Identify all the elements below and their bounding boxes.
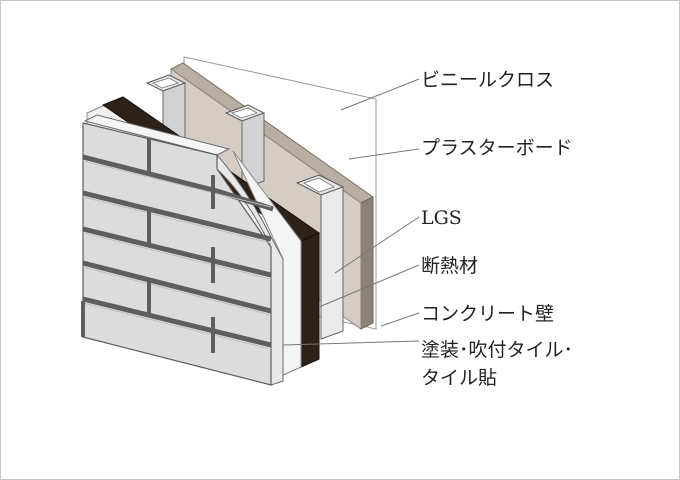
leader-vinyl-cloth [340, 78, 420, 111]
concrete-wall-strip [232, 150, 302, 376]
label-insulation: 断熱材 [421, 255, 479, 277]
lgs-stud [295, 174, 345, 340]
leader-finish [282, 340, 420, 346]
tile-joint-highlights [82, 160, 272, 350]
label-lgs: LGS [421, 207, 462, 229]
leader-lgs [334, 216, 420, 274]
leader-concrete-wall [380, 312, 420, 327]
label-finish-line1: 塗装･吹付タイル･ [421, 339, 574, 361]
label-concrete-wall: コンクリート壁 [421, 303, 555, 325]
leader-lines [282, 78, 420, 346]
tile-vertical-joints [81, 139, 215, 353]
label-plasterboard: プラスターボード [421, 137, 573, 159]
label-finish-line2: タイル貼 [421, 367, 498, 389]
leader-insulation [318, 264, 420, 308]
leader-plasterboard [348, 148, 420, 160]
label-vinyl-cloth: ビニールクロス [421, 69, 555, 91]
